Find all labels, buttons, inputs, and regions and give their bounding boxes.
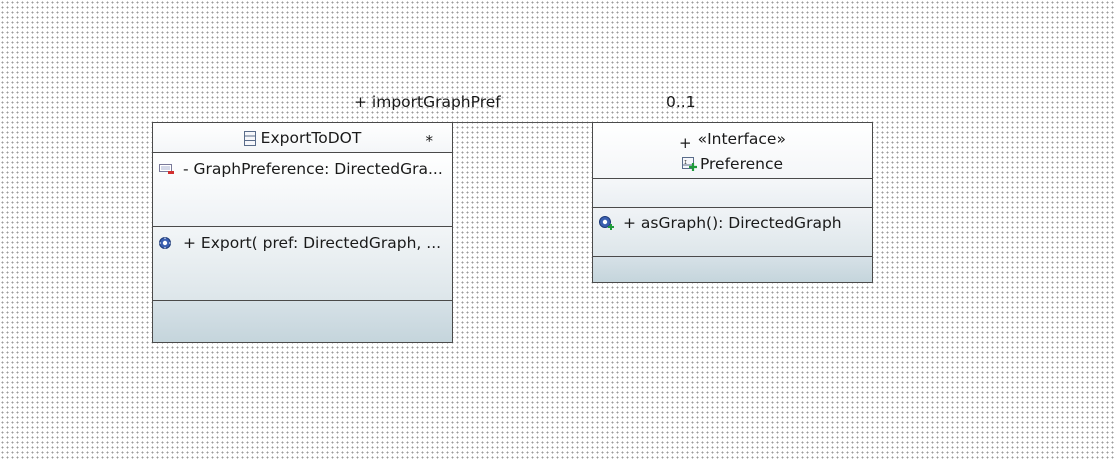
operation-text: + Export( pref: DirectedGraph, ... [183, 234, 442, 252]
operation-compartment: + asGraph(): DirectedGraph [593, 208, 872, 256]
attribute-row[interactable]: - GraphPreference: DirectedGra... [159, 160, 443, 178]
interface-visibility: + [679, 134, 692, 152]
interface-name: Preference [699, 155, 784, 173]
operation-text: + asGraph(): DirectedGraph [623, 214, 842, 232]
interface-stereotype: «Interface» [697, 130, 786, 148]
role-label[interactable]: + importGraphPref [354, 93, 501, 111]
target-multiplicity[interactable]: 0..1 [666, 93, 696, 111]
extra-compartment [153, 301, 452, 342]
public-operation-icon [159, 236, 175, 250]
svg-text:I: I [684, 160, 687, 166]
interface-preference[interactable]: + «Interface» I Preference [592, 122, 873, 283]
private-field-icon [159, 162, 175, 176]
interface-icon: I [681, 156, 698, 172]
attribute-compartment [593, 179, 872, 207]
name-compartment: + «Interface» I Preference [593, 123, 872, 178]
abstract-operation-icon [599, 216, 615, 230]
class-export-to-dot[interactable]: ExportToDOT * - GraphPreference: Directe… [152, 122, 453, 343]
operation-row[interactable]: + asGraph(): DirectedGraph [599, 214, 842, 232]
source-multiplicity[interactable]: * [425, 132, 434, 150]
association-line[interactable] [452, 122, 593, 123]
operation-compartment: + Export( pref: DirectedGraph, ... [153, 227, 452, 300]
name-compartment: ExportToDOT * [153, 123, 452, 152]
attribute-text: - GraphPreference: DirectedGra... [183, 160, 443, 178]
class-name: ExportToDOT [260, 129, 362, 147]
operation-row[interactable]: + Export( pref: DirectedGraph, ... [159, 234, 441, 252]
extra-compartment [593, 257, 872, 282]
attribute-compartment: - GraphPreference: DirectedGra... [153, 153, 452, 226]
class-icon [243, 130, 256, 146]
